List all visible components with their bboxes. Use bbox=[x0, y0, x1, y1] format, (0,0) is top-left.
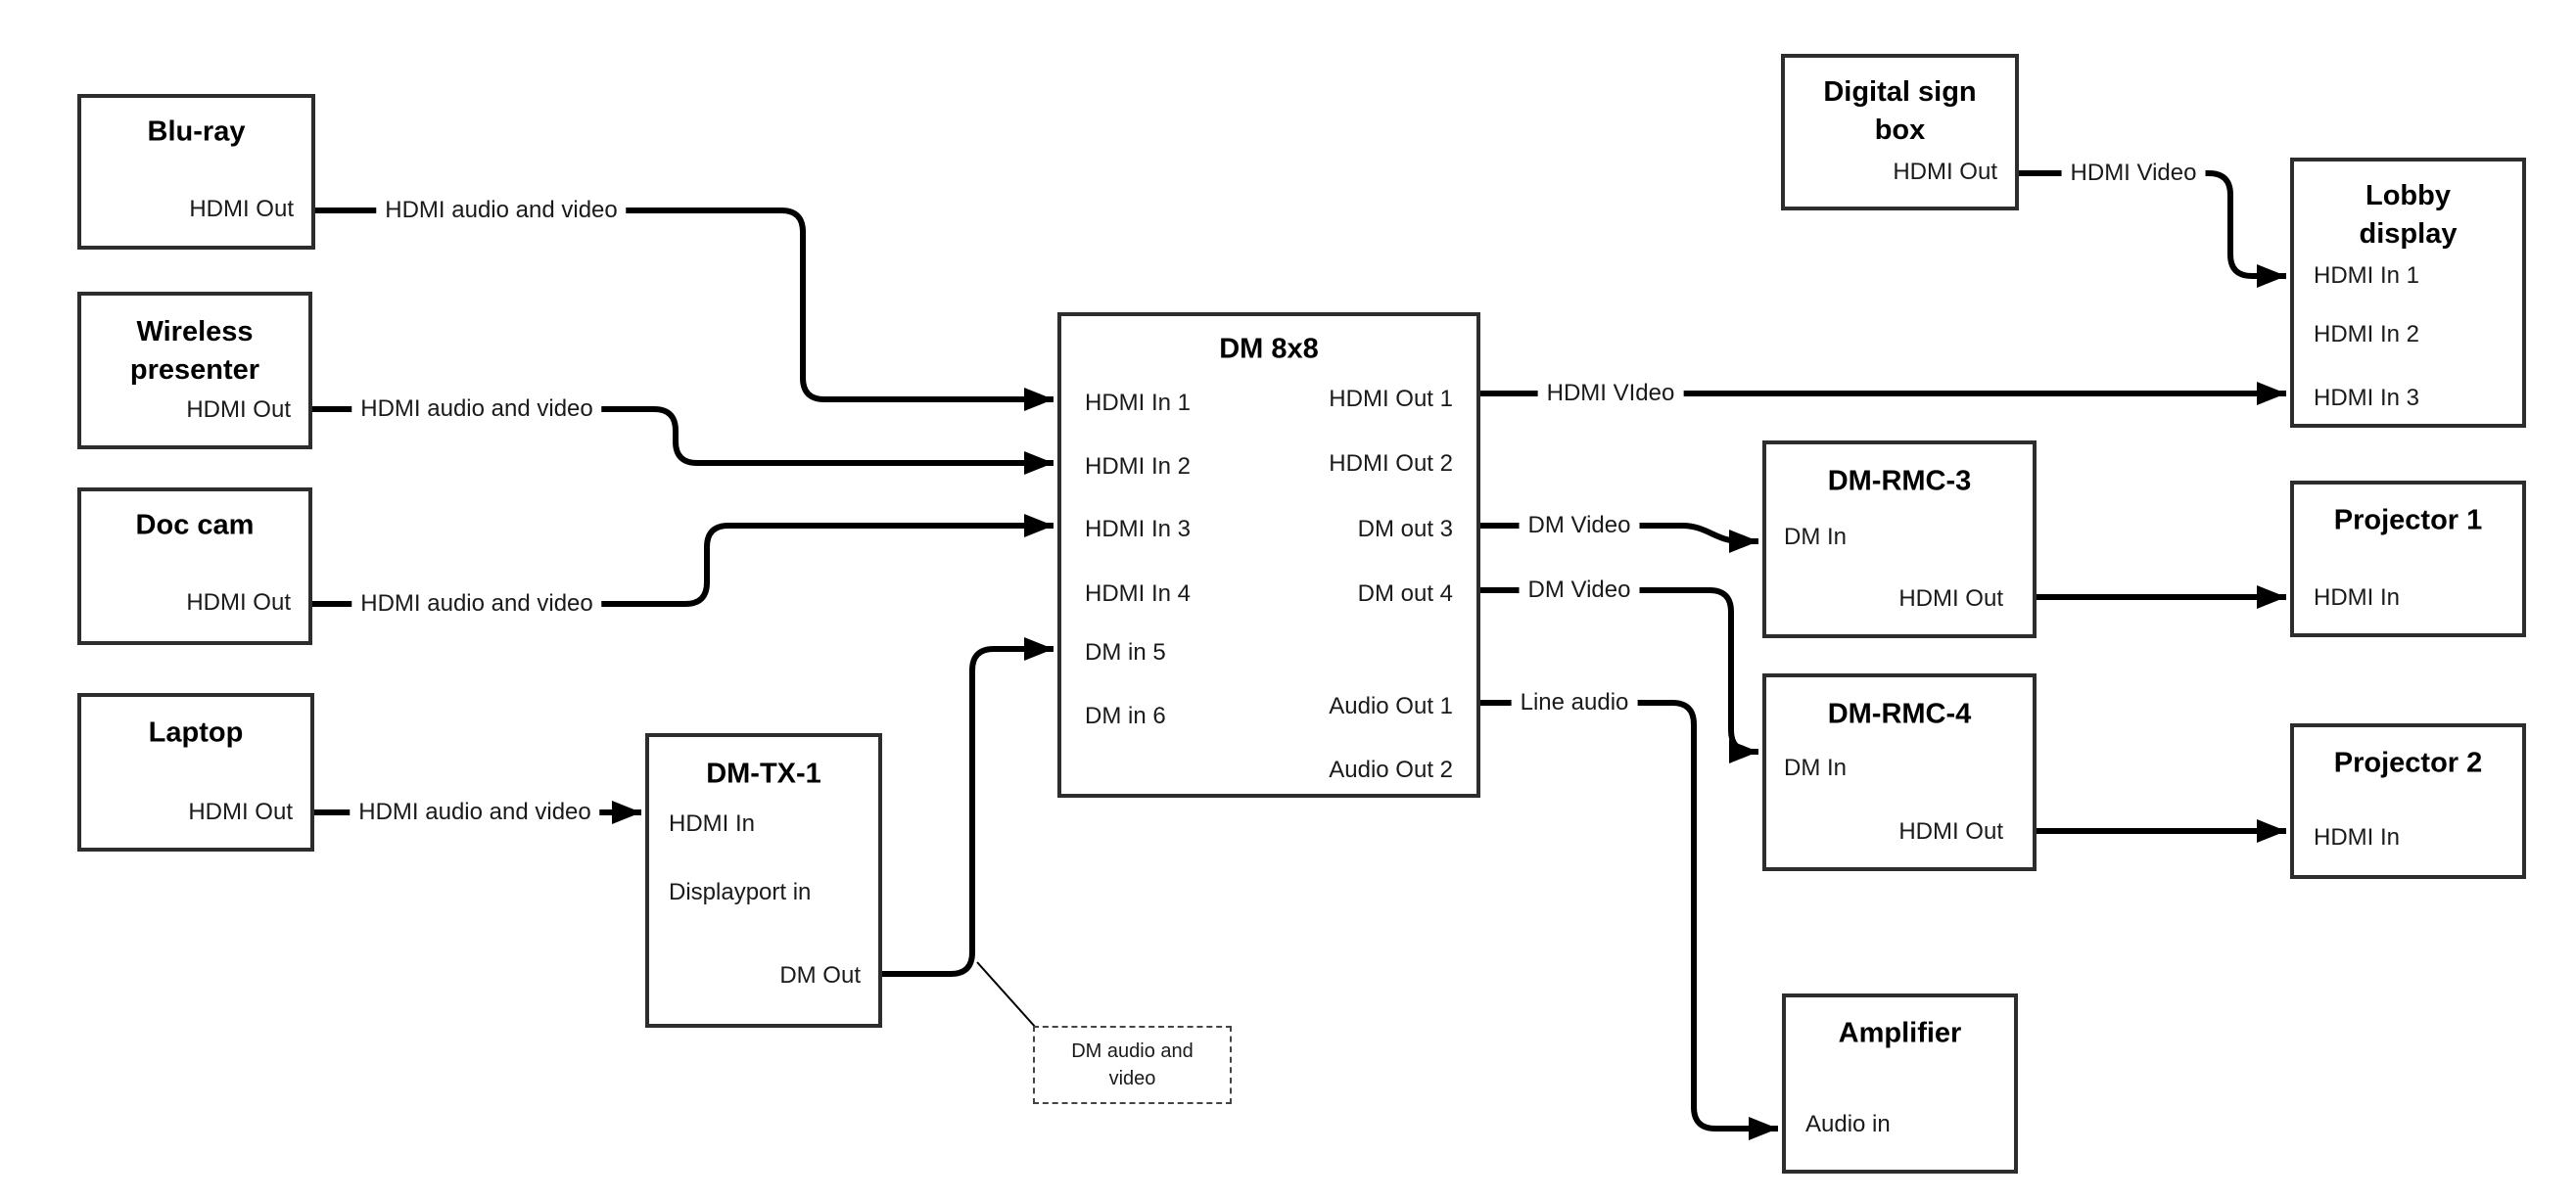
node-dm-8x8: DM 8x8 HDMI In 1 HDMI In 2 HDMI In 3 HDM… bbox=[1057, 312, 1480, 798]
node-projector-1: Projector 1 HDMI In bbox=[2290, 481, 2526, 637]
port-proj2-hdmi-in: HDMI In bbox=[2314, 824, 2401, 851]
node-wireless-presenter-title: Wireless presenter bbox=[129, 315, 260, 386]
port-dm8x8-hdmi-in-3: HDMI In 3 bbox=[1085, 516, 1192, 542]
port-dm8x8-hdmi-in-4: HDMI In 4 bbox=[1085, 580, 1192, 607]
port-dm8x8-hdmi-out-2: HDMI Out 2 bbox=[1329, 450, 1453, 477]
port-dm8x8-hdmi-in-1: HDMI In 1 bbox=[1085, 390, 1192, 416]
node-bluray: Blu-ray HDMI Out bbox=[77, 94, 315, 250]
node-dm-rmc-4: DM-RMC-4 DM In HDMI Out bbox=[1762, 673, 2037, 871]
node-digital-sign-box-title: Digital sign box bbox=[1823, 75, 1977, 146]
node-amplifier: Amplifier Audio in bbox=[1782, 993, 2018, 1174]
port-lobby-hdmi-in-3: HDMI In 3 bbox=[2314, 385, 2420, 411]
port-dm8x8-dm-out-4: DM out 4 bbox=[1357, 580, 1453, 607]
node-dm-tx-1: DM-TX-1 HDMI In Displayport in DM Out bbox=[645, 733, 882, 1028]
edge-doccam-to-dm8x8-hdmi-in-3 bbox=[312, 514, 1054, 607]
edge-wireless-to-dm8x8-hdmi-in-2 bbox=[312, 406, 1054, 475]
node-dm-rmc-3-title: DM-RMC-3 bbox=[1827, 465, 1972, 497]
port-laptop-hdmi-out: HDMI Out bbox=[188, 799, 293, 825]
port-dmrmc4-hdmi-out: HDMI Out bbox=[1898, 818, 2003, 845]
node-bluray-title: Blu-ray bbox=[147, 115, 246, 148]
node-doc-cam-title: Doc cam bbox=[135, 509, 255, 541]
port-digital-sign-hdmi-out: HDMI Out bbox=[1893, 159, 1997, 185]
port-dm8x8-dm-in-6: DM in 6 bbox=[1085, 703, 1166, 729]
node-amplifier-title: Amplifier bbox=[1838, 1017, 1962, 1049]
port-dm8x8-dm-out-3: DM out 3 bbox=[1357, 516, 1453, 542]
port-dmrmc3-hdmi-out: HDMI Out bbox=[1898, 585, 2003, 612]
port-bluray-hdmi-out: HDMI Out bbox=[189, 196, 294, 222]
port-dm8x8-audio-out-2: Audio Out 2 bbox=[1329, 757, 1453, 783]
port-amplifier-audio-in: Audio in bbox=[1805, 1111, 1891, 1137]
edge-label-bluray-hdmi-audio-video: HDMI audio and video bbox=[376, 197, 627, 224]
port-dmrmc3-dm-in: DM In bbox=[1784, 524, 1848, 550]
port-dm8x8-dm-in-5: DM in 5 bbox=[1085, 639, 1166, 666]
node-doc-cam: Doc cam HDMI Out bbox=[77, 487, 312, 645]
node-digital-sign-box: Digital sign box HDMI Out bbox=[1781, 54, 2019, 210]
node-lobby-display-title: Lobby display bbox=[2359, 179, 2458, 250]
node-laptop-title: Laptop bbox=[148, 716, 244, 749]
port-dmtx1-dm-out: DM Out bbox=[779, 962, 861, 989]
port-doccam-hdmi-out: HDMI Out bbox=[186, 589, 291, 616]
port-dmtx1-hdmi-in: HDMI In bbox=[669, 810, 756, 837]
edge-label-doccam-hdmi-audio-video: HDMI audio and video bbox=[351, 590, 602, 618]
edge-dm8x8-dm-out-3-to-dmrmc3-dm-in bbox=[1480, 523, 1758, 553]
note-dm-audio-and-video: DM audio and video bbox=[1033, 1026, 1232, 1104]
edge-dmtx1-dm-out-to-dm8x8-dm-in-5 bbox=[882, 637, 1054, 977]
edge-label-laptop-hdmi-audio-video: HDMI audio and video bbox=[350, 799, 600, 826]
port-lobby-hdmi-in-1: HDMI In 1 bbox=[2314, 262, 2420, 289]
edge-label-wireless-hdmi-audio-video: HDMI audio and video bbox=[351, 395, 602, 423]
note-callout-line bbox=[976, 961, 1037, 1029]
edge-bluray-to-dm8x8-hdmi-in-1 bbox=[315, 208, 1054, 411]
port-lobby-hdmi-in-2: HDMI In 2 bbox=[2314, 321, 2420, 347]
port-dmtx1-displayport-in: Displayport in bbox=[669, 879, 812, 905]
port-dm8x8-audio-out-1: Audio Out 1 bbox=[1329, 693, 1453, 719]
node-dm-8x8-title: DM 8x8 bbox=[1219, 333, 1319, 365]
edge-digital-sign-to-lobby-hdmi-in-1 bbox=[2019, 170, 2286, 288]
node-lobby-display: Lobby display HDMI In 1 HDMI In 2 HDMI I… bbox=[2290, 158, 2526, 428]
node-projector-1-title: Projector 1 bbox=[2333, 504, 2483, 536]
edge-label-dm-video-out4: DM Video bbox=[1519, 577, 1640, 604]
port-proj1-hdmi-in: HDMI In bbox=[2314, 584, 2401, 611]
edge-label-hdmi-video-out1: HDMI VIdeo bbox=[1537, 380, 1684, 407]
port-dmrmc4-dm-in: DM In bbox=[1784, 755, 1848, 781]
edge-label-dm-video-out3: DM Video bbox=[1519, 512, 1640, 539]
node-dm-rmc-3: DM-RMC-3 DM In HDMI Out bbox=[1762, 440, 2037, 638]
edge-label-sign-hdmi-video: HDMI Video bbox=[2061, 160, 2206, 187]
node-projector-2: Projector 2 HDMI In bbox=[2290, 723, 2526, 879]
edge-label-line-audio: Line audio bbox=[1511, 689, 1638, 716]
port-wireless-hdmi-out: HDMI Out bbox=[186, 396, 291, 423]
edge-dm8x8-dm-out-4-to-dmrmc4-dm-in bbox=[1480, 587, 1758, 763]
node-dm-tx-1-title: DM-TX-1 bbox=[706, 758, 821, 790]
node-dm-rmc-4-title: DM-RMC-4 bbox=[1827, 698, 1972, 730]
node-laptop: Laptop HDMI Out bbox=[77, 693, 314, 852]
node-wireless-presenter: Wireless presenter HDMI Out bbox=[77, 292, 312, 449]
port-dm8x8-hdmi-in-2: HDMI In 2 bbox=[1085, 453, 1192, 480]
port-dm8x8-hdmi-out-1: HDMI Out 1 bbox=[1329, 386, 1453, 412]
node-projector-2-title: Projector 2 bbox=[2333, 747, 2483, 779]
edge-dm8x8-audio-out-1-to-amplifier-audio-in bbox=[1480, 700, 1778, 1140]
